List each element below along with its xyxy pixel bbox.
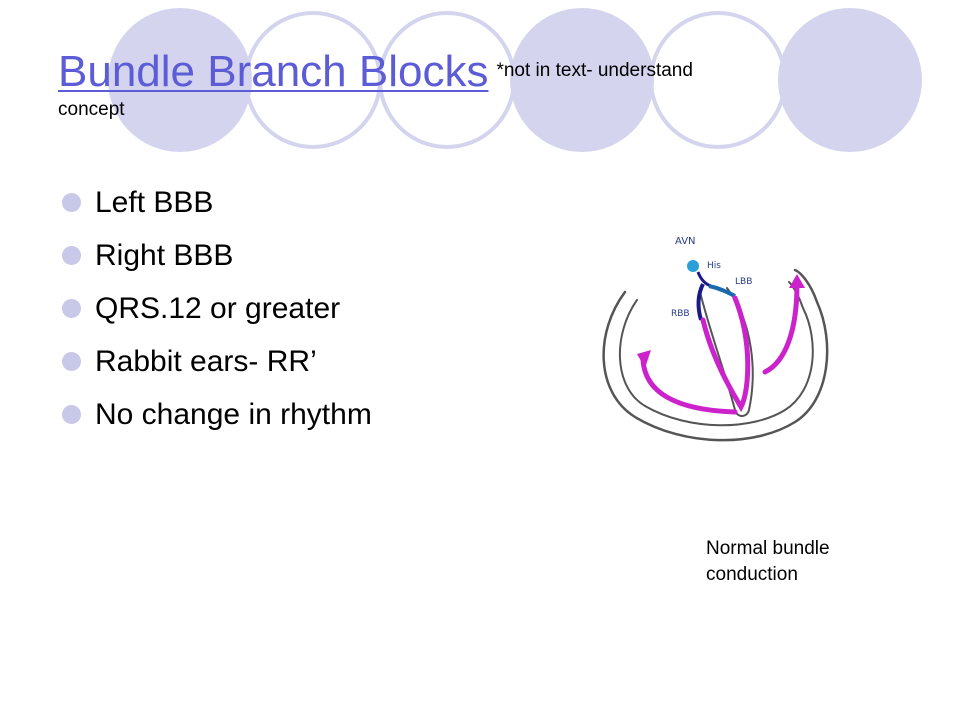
- figure-caption: Normal bundle conduction: [706, 538, 830, 585]
- title-link[interactable]: Bundle Branch Blocks: [58, 47, 489, 96]
- bundle-his: [696, 271, 712, 288]
- bullet-item: Rabbit ears- RR’: [62, 335, 372, 388]
- bullet-item: Right BBB: [62, 229, 372, 282]
- title-note: *not in text- understand: [496, 60, 693, 81]
- bundle-lbb: [708, 284, 736, 298]
- heart-septum: [699, 287, 754, 417]
- label-lbb: LBB: [735, 277, 752, 287]
- slide-title: Bundle Branch Blocks *not in text- unders…: [58, 47, 818, 120]
- bullet-dot-icon: [62, 352, 81, 371]
- bullet-dot-icon: [62, 405, 81, 424]
- conduction-path-left-wall: [762, 281, 800, 375]
- title-note-continued: concept: [58, 99, 125, 120]
- bullet-list: Left BBB Right BBB QRS.12 or greater Rab…: [62, 176, 372, 441]
- bullet-item: No change in rhythm: [62, 388, 372, 441]
- bundle-rbb: [696, 283, 705, 321]
- heart-outer-wall-inner: [619, 281, 814, 427]
- label-avn: AVN: [675, 236, 696, 247]
- conduction-path-right: [700, 295, 751, 413]
- arrow-head-icon: [789, 274, 805, 288]
- conduction-path-left: [640, 357, 738, 415]
- bullet-dot-icon: [62, 193, 81, 212]
- deco-circle-filled-2: [510, 8, 654, 152]
- arrow-head-icon: [637, 350, 651, 368]
- av-node-icon: [687, 260, 699, 272]
- bullet-dot-icon: [62, 246, 81, 265]
- bullet-item: Left BBB: [62, 176, 372, 229]
- deco-circle-filled-3: [778, 8, 922, 152]
- label-his: His: [707, 261, 721, 271]
- bullet-dot-icon: [62, 299, 81, 318]
- heart-outer-wall: [602, 268, 829, 442]
- deco-circle-filled-1: [108, 8, 252, 152]
- label-rbb: RBB: [671, 309, 690, 319]
- bullet-item: QRS.12 or greater: [62, 282, 372, 335]
- heart-conduction-diagram: AVN His LBB RBB: [602, 236, 829, 442]
